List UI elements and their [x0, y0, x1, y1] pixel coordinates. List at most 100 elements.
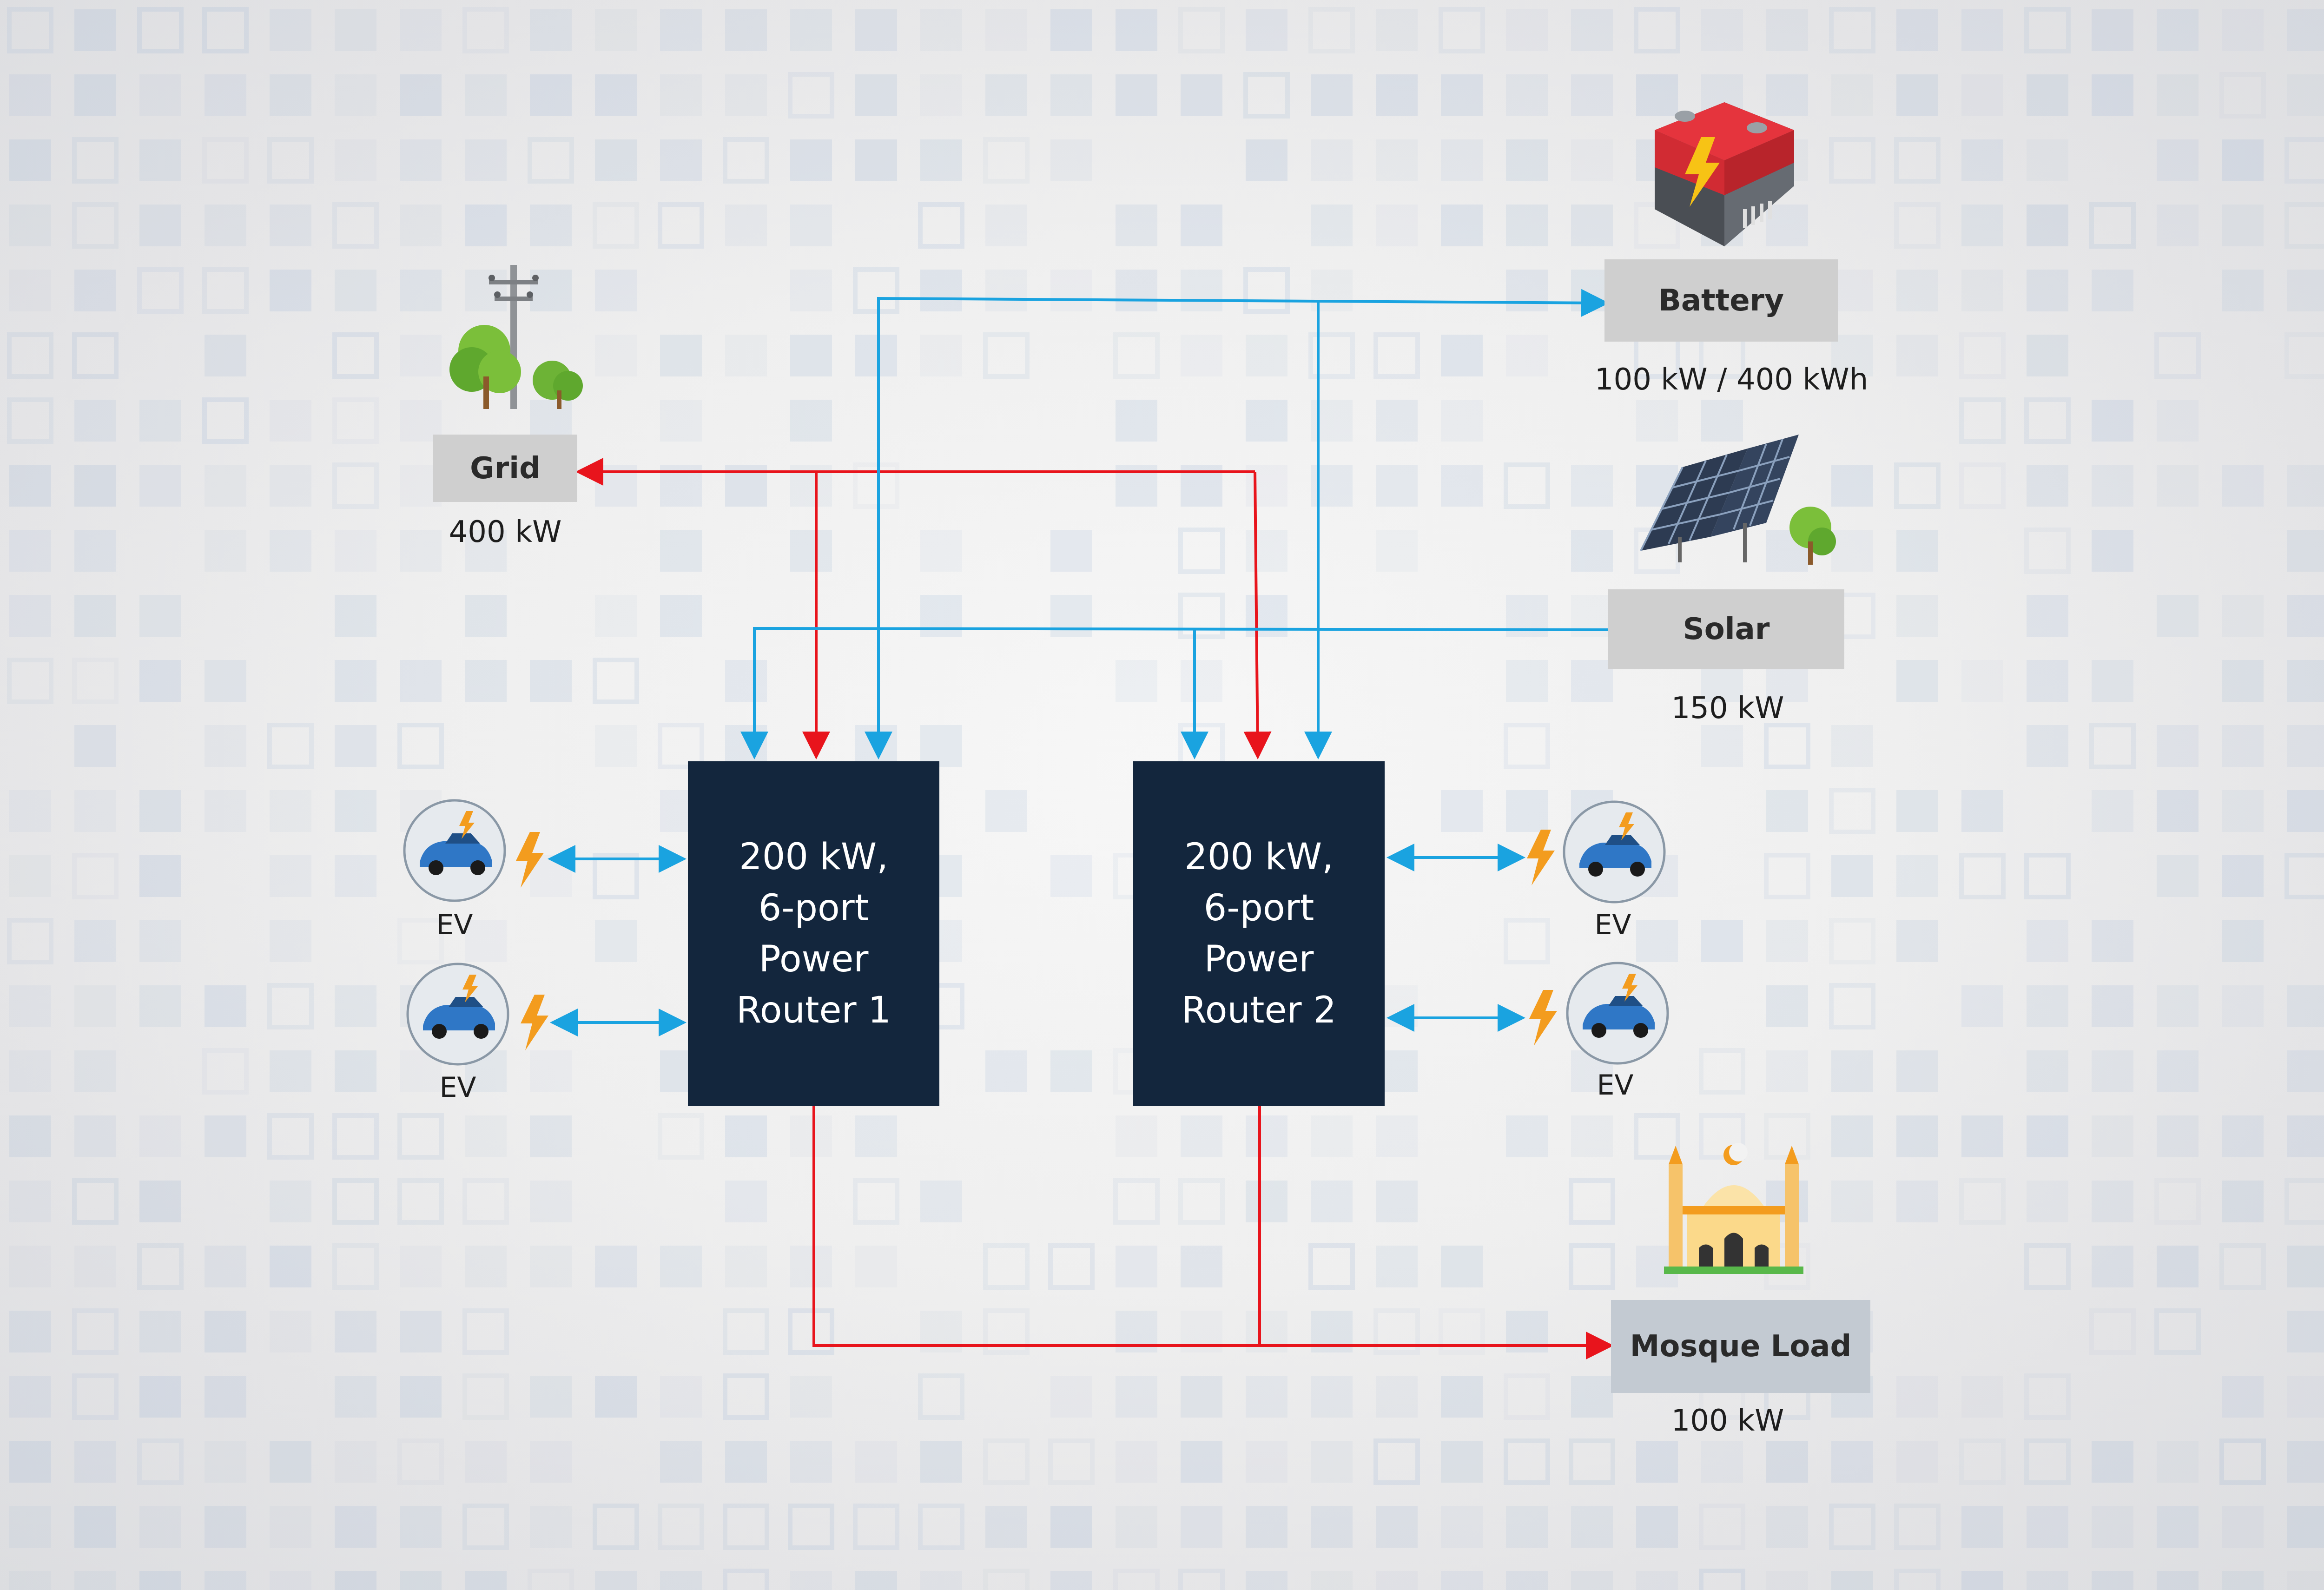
background-square	[137, 1438, 184, 1485]
background-square	[139, 400, 181, 442]
background-square	[1766, 790, 1808, 832]
background-square	[1504, 918, 1550, 964]
background-square	[1571, 1506, 1613, 1548]
background-square	[725, 74, 767, 116]
background-square	[139, 1181, 181, 1222]
background-square	[1181, 205, 1222, 246]
background-square	[1246, 1181, 1287, 1222]
background-square	[400, 1311, 442, 1352]
ev-car-icon	[403, 799, 506, 902]
background-square	[790, 205, 832, 246]
background-square	[1116, 1115, 1157, 1157]
background-square	[2287, 1311, 2324, 1352]
background-square	[1439, 7, 1485, 53]
background-square	[2287, 1050, 2324, 1092]
background-square	[1961, 1115, 2003, 1157]
background-square	[400, 9, 442, 51]
background-square	[74, 1050, 116, 1092]
background-square	[7, 658, 53, 704]
background-square	[1571, 1376, 1613, 1418]
background-square	[74, 1115, 116, 1157]
router2-line-2: 6-port	[1203, 887, 1314, 929]
background-square	[530, 74, 572, 116]
background-square	[1831, 1181, 1873, 1222]
background-square	[2222, 139, 2264, 181]
power-pole-icon	[449, 265, 583, 409]
background-square	[1959, 397, 2006, 444]
background-square	[725, 205, 767, 246]
background-square	[1311, 1181, 1353, 1222]
background-square	[202, 1048, 249, 1095]
background-square	[660, 595, 702, 637]
background-square	[1894, 137, 1941, 184]
background-square	[332, 1178, 379, 1225]
background-square	[270, 1441, 311, 1483]
background-square	[1116, 1246, 1157, 1287]
router1-line-1: 200 kW,	[739, 836, 888, 878]
background-square	[1829, 137, 1875, 184]
background-square	[139, 1115, 181, 1157]
background-square	[74, 790, 116, 832]
ev-label: EV	[1594, 909, 1631, 941]
background-square	[2287, 725, 2324, 767]
background-square	[2089, 202, 2136, 249]
background-square	[1571, 9, 1613, 51]
background-square	[660, 335, 702, 376]
background-square	[1506, 139, 1548, 181]
background-square	[1829, 1504, 1875, 1550]
background-square	[139, 660, 181, 702]
background-square	[985, 9, 1027, 51]
router1-line-4: Router 1	[736, 990, 891, 1031]
background-square	[335, 139, 376, 181]
background-square	[2024, 853, 2071, 899]
background-square	[2287, 74, 2324, 116]
background-square	[725, 1115, 767, 1157]
background-square	[1766, 985, 1808, 1027]
background-square	[595, 270, 637, 311]
background-square	[74, 1571, 116, 1590]
background-square	[139, 74, 181, 116]
background-square	[2287, 465, 2324, 507]
background-square	[1831, 74, 1873, 116]
background-square	[660, 9, 702, 51]
background-square	[1701, 725, 1743, 767]
background-square	[1571, 1115, 1613, 1157]
background-square	[725, 1246, 767, 1287]
background-square	[397, 1178, 444, 1225]
background-square	[2222, 920, 2264, 962]
background-square	[2157, 1506, 2199, 1548]
background-square	[1896, 1115, 1938, 1157]
background-square	[1829, 983, 1875, 1029]
background-square	[595, 139, 637, 181]
background-square	[335, 1376, 376, 1418]
background-square	[658, 1504, 704, 1550]
background-square	[1376, 74, 1418, 116]
background-square	[1506, 1571, 1548, 1590]
background-square	[9, 1441, 51, 1483]
background-square	[1896, 530, 1938, 572]
background-square	[1441, 139, 1483, 181]
background-square	[1178, 1178, 1225, 1225]
background-square	[9, 530, 51, 572]
background-square	[1050, 1376, 1092, 1418]
background-square	[462, 1178, 509, 1225]
background-square	[270, 530, 311, 572]
background-square	[530, 1441, 572, 1483]
background-square	[1050, 9, 1092, 51]
background-square	[335, 855, 376, 897]
background-square	[1441, 1506, 1483, 1548]
background-square	[74, 465, 116, 507]
background-square	[920, 139, 962, 181]
background-square	[2222, 595, 2264, 637]
background-square	[397, 1438, 444, 1485]
background-square	[660, 74, 702, 116]
background-square	[2287, 1246, 2324, 1287]
background-square	[2222, 9, 2264, 51]
background-square	[74, 595, 116, 637]
background-square	[790, 1441, 832, 1483]
background-square	[9, 74, 51, 116]
background-square	[1506, 9, 1548, 51]
background-square	[400, 1246, 442, 1287]
background-square	[1243, 72, 1290, 119]
